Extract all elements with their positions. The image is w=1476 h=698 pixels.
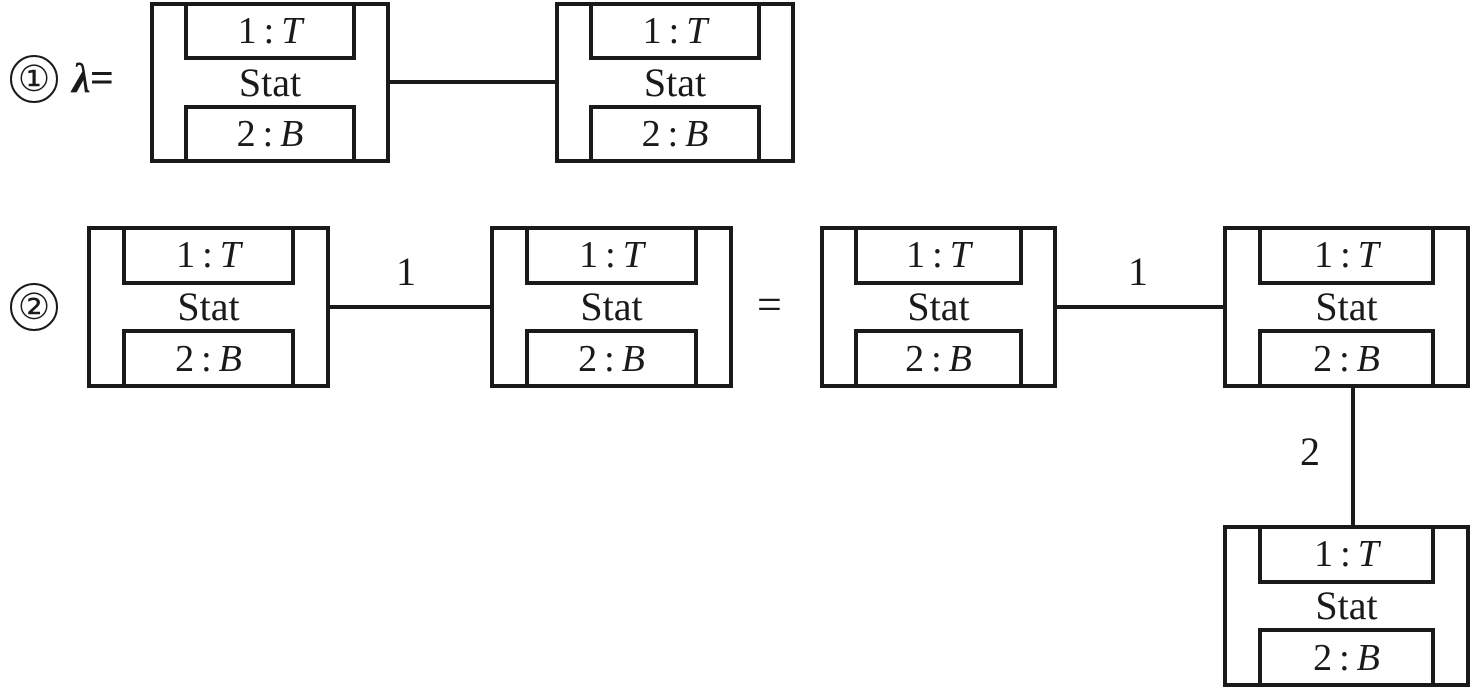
port-colon: : — [605, 234, 616, 277]
port-top-row2-rhs-left[interactable]: 1:T — [853, 226, 1024, 285]
port-top-row1-left[interactable]: 1:T — [184, 2, 356, 61]
port-colon: : — [668, 10, 680, 53]
port-index: 1 — [237, 10, 257, 53]
port-index: 2 — [175, 337, 195, 380]
row-1-marker-group: ① λ= — [10, 55, 114, 103]
node-label-row1-right: Stat — [643, 59, 707, 105]
port-type: B — [1356, 636, 1380, 679]
port-index: 2 — [236, 112, 256, 155]
port-bottom-row1-left[interactable]: 2:B — [184, 104, 356, 163]
port-type: T — [686, 10, 708, 53]
circled-number-2: ② — [10, 283, 58, 331]
port-top-row2-rhs-right[interactable]: 1:T — [1258, 226, 1435, 285]
port-colon: : — [604, 337, 615, 380]
port-index: 2 — [641, 112, 661, 155]
port-colon: : — [201, 337, 212, 380]
edge-row2-rhs-horizontal[interactable] — [1053, 305, 1227, 309]
port-top-row1-right[interactable]: 1:T — [589, 2, 761, 61]
port-index: 1 — [176, 234, 196, 277]
port-type: T — [1357, 234, 1379, 277]
node-row2-rhs-left[interactable]: 1:T Stat 2:B — [820, 226, 1057, 388]
edge-label-row2-rhs-horizontal: 1 — [1128, 249, 1148, 294]
port-type: T — [1357, 533, 1379, 576]
port-type: B — [218, 337, 242, 380]
port-index: 2 — [1313, 337, 1333, 380]
port-type: B — [948, 337, 972, 380]
node-label-row1-left: Stat — [238, 59, 302, 105]
edge-row1-left-to-right[interactable] — [386, 80, 559, 84]
port-colon: : — [1340, 234, 1351, 277]
port-index: 1 — [579, 234, 599, 277]
port-type: B — [621, 337, 645, 380]
node-label-row2-rhs-right: Stat — [1315, 284, 1378, 329]
port-type: T — [949, 234, 971, 277]
port-type: T — [219, 234, 241, 277]
edge-label-row2-lhs: 1 — [396, 249, 416, 294]
port-colon: : — [1340, 533, 1351, 576]
port-bottom-row2-branch-bottom[interactable]: 2:B — [1258, 628, 1435, 687]
edge-label-row2-vertical: 2 — [1300, 429, 1320, 474]
node-row2-branch-bottom[interactable]: 1:T Stat 2:B — [1223, 525, 1470, 687]
node-label-row2-lhs-right: Stat — [580, 284, 643, 329]
port-colon: : — [262, 112, 274, 155]
node-label-row2-rhs-left: Stat — [907, 284, 970, 329]
node-row2-lhs-left[interactable]: 1:T Stat 2:B — [87, 226, 330, 388]
port-colon: : — [1339, 636, 1350, 679]
node-row1-left[interactable]: 1:T Stat 2:B — [150, 2, 390, 163]
port-bottom-row1-right[interactable]: 2:B — [589, 104, 761, 163]
port-type: T — [281, 10, 303, 53]
port-bottom-row2-rhs-left[interactable]: 2:B — [853, 329, 1024, 388]
port-colon: : — [932, 234, 943, 277]
edge-row2-vertical[interactable] — [1351, 385, 1355, 528]
lambda-equals-label: λ= — [72, 56, 114, 102]
port-bottom-row2-lhs-left[interactable]: 2:B — [121, 329, 296, 388]
port-colon: : — [667, 112, 679, 155]
port-index: 2 — [578, 337, 598, 380]
node-row1-right[interactable]: 1:T Stat 2:B — [555, 2, 795, 163]
port-type: T — [622, 234, 644, 277]
port-colon: : — [931, 337, 942, 380]
port-bottom-row2-rhs-right[interactable]: 2:B — [1258, 329, 1435, 388]
port-colon: : — [202, 234, 213, 277]
port-index: 1 — [1314, 533, 1334, 576]
circled-number-1: ① — [10, 55, 58, 103]
edge-row2-lhs[interactable] — [326, 305, 494, 309]
port-index: 2 — [1313, 636, 1333, 679]
port-index: 2 — [905, 337, 925, 380]
port-top-row2-branch-bottom[interactable]: 1:T — [1258, 525, 1435, 584]
port-type: B — [280, 112, 304, 155]
port-bottom-row2-lhs-right[interactable]: 2:B — [524, 329, 699, 388]
node-row2-lhs-right[interactable]: 1:T Stat 2:B — [490, 226, 733, 388]
port-colon: : — [263, 10, 275, 53]
node-label-row2-branch-bottom: Stat — [1315, 583, 1378, 628]
row-2-marker-group: ② — [10, 283, 58, 331]
port-index: 1 — [642, 10, 662, 53]
port-index: 1 — [906, 234, 926, 277]
port-top-row2-lhs-right[interactable]: 1:T — [524, 226, 699, 285]
port-type: B — [1356, 337, 1380, 380]
port-top-row2-lhs-left[interactable]: 1:T — [121, 226, 296, 285]
port-colon: : — [1339, 337, 1350, 380]
node-row2-rhs-right[interactable]: 1:T Stat 2:B — [1223, 226, 1470, 388]
port-type: B — [685, 112, 709, 155]
node-label-row2-lhs-left: Stat — [177, 284, 240, 329]
port-index: 1 — [1314, 234, 1334, 277]
equals-sign: = — [757, 280, 782, 329]
